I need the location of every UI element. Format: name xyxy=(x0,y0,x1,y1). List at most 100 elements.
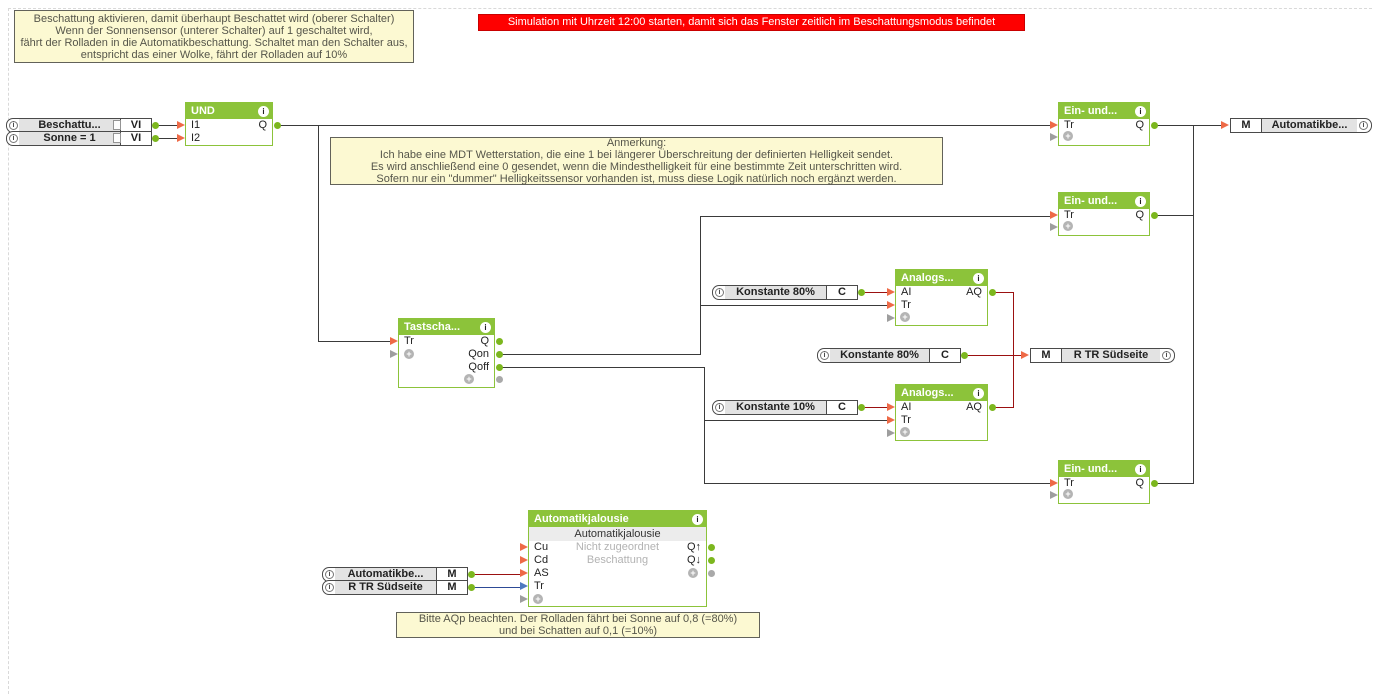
info-icon[interactable] xyxy=(973,387,984,399)
block-header[interactable]: Ein- und... xyxy=(1059,461,1149,477)
output-port-icon[interactable] xyxy=(858,404,865,411)
input-port-spare-icon[interactable] xyxy=(1050,133,1058,141)
info-icon[interactable] xyxy=(258,105,269,117)
output-port-icon[interactable] xyxy=(961,352,968,359)
info-icon[interactable] xyxy=(1162,351,1171,360)
ko-pill-konstante80-b[interactable]: Konstante 80% C xyxy=(817,348,961,363)
info-icon[interactable] xyxy=(973,272,984,284)
input-port-icon[interactable] xyxy=(887,416,895,424)
ko-pill-sonne-vi[interactable]: Sonne = 1 VI xyxy=(6,131,152,146)
info-icon[interactable] xyxy=(9,134,18,143)
output-port-icon[interactable] xyxy=(989,404,996,411)
input-port-icon[interactable] xyxy=(887,301,895,309)
value-toggle[interactable] xyxy=(113,133,121,143)
add-output-icon[interactable] xyxy=(688,568,698,578)
input-port-icon[interactable] xyxy=(1021,351,1029,359)
output-port-icon[interactable] xyxy=(274,122,281,129)
input-port-spare-icon[interactable] xyxy=(887,429,895,437)
input-port-icon[interactable] xyxy=(887,403,895,411)
input-port-icon[interactable] xyxy=(520,569,528,577)
block-header[interactable]: Automatikjalousie xyxy=(529,511,706,527)
add-input-icon[interactable] xyxy=(533,594,543,604)
output-port-icon[interactable] xyxy=(708,557,715,564)
input-port-trigger-icon[interactable] xyxy=(520,582,528,590)
input-port-icon[interactable] xyxy=(177,121,185,129)
block-header[interactable]: Analogs... xyxy=(896,270,987,286)
ko-pill-rtr-suedseite-out[interactable]: M R TR Südseite xyxy=(1030,348,1175,363)
output-port-icon[interactable] xyxy=(1151,122,1158,129)
output-port-icon[interactable] xyxy=(496,351,503,358)
warning-banner[interactable]: Simulation mit Uhrzeit 12:00 starten, da… xyxy=(478,14,1025,31)
ko-pill-rtr-suedseite-in[interactable]: R TR Südseite M xyxy=(322,580,468,595)
output-port-icon[interactable] xyxy=(989,289,996,296)
output-port-icon[interactable] xyxy=(152,135,159,142)
add-output-icon[interactable] xyxy=(464,374,474,384)
ko-pill-konstante80-a[interactable]: Konstante 80% C xyxy=(712,285,858,300)
block-einund-3[interactable]: Ein- und... TrQ xyxy=(1058,460,1150,504)
input-port-spare-icon[interactable] xyxy=(1050,223,1058,231)
block-header[interactable]: Ein- und... xyxy=(1059,103,1149,119)
output-port-icon[interactable] xyxy=(468,571,475,578)
output-port-icon[interactable] xyxy=(152,122,159,129)
block-automatikjalousie[interactable]: Automatikjalousie Automatikjalousie Cu N… xyxy=(528,510,707,607)
info-icon[interactable] xyxy=(1359,121,1368,130)
info-icon[interactable] xyxy=(480,321,491,333)
info-icon[interactable] xyxy=(1135,105,1146,117)
info-icon[interactable] xyxy=(715,403,724,412)
input-port-icon[interactable] xyxy=(520,543,528,551)
info-icon[interactable] xyxy=(692,513,703,525)
input-port-icon[interactable] xyxy=(1050,121,1058,129)
input-port-icon[interactable] xyxy=(177,134,185,142)
input-port-icon[interactable] xyxy=(1050,479,1058,487)
output-port-icon[interactable] xyxy=(708,544,715,551)
info-icon[interactable] xyxy=(1135,195,1146,207)
info-icon[interactable] xyxy=(1135,463,1146,475)
add-input-icon[interactable] xyxy=(900,312,910,322)
input-port-icon[interactable] xyxy=(1050,211,1058,219)
ko-pill-konstante10[interactable]: Konstante 10% C xyxy=(712,400,858,415)
block-header[interactable]: UND xyxy=(186,103,272,119)
block-tastschalter[interactable]: Tastscha... TrQ Qon Qoff xyxy=(398,318,495,388)
block-header[interactable]: Analogs... xyxy=(896,385,987,401)
add-input-icon[interactable] xyxy=(900,427,910,437)
ko-pill-automatikbe-in[interactable]: Automatikbe... M xyxy=(322,567,468,582)
output-port-icon[interactable] xyxy=(858,289,865,296)
output-port-icon[interactable] xyxy=(496,364,503,371)
output-port-icon[interactable] xyxy=(468,584,475,591)
ko-pill-beschattung-vi[interactable]: Beschattu... VI xyxy=(6,118,152,133)
info-icon[interactable] xyxy=(820,351,829,360)
input-port-spare-icon[interactable] xyxy=(390,350,398,358)
input-port-icon[interactable] xyxy=(520,556,528,564)
block-einund-2[interactable]: Ein- und... TrQ xyxy=(1058,192,1150,236)
add-input-icon[interactable] xyxy=(1063,131,1073,141)
output-port-icon[interactable] xyxy=(1151,480,1158,487)
note-hint[interactable]: Bitte AQp beachten. Der Rolladen fährt b… xyxy=(396,612,760,638)
output-port-icon[interactable] xyxy=(1151,212,1158,219)
info-icon[interactable] xyxy=(715,288,724,297)
input-port-spare-icon[interactable] xyxy=(520,595,528,603)
add-input-icon[interactable] xyxy=(1063,221,1073,231)
add-input-icon[interactable] xyxy=(404,349,414,359)
input-port-icon[interactable] xyxy=(1221,121,1229,129)
block-und[interactable]: UND I1Q I2 xyxy=(185,102,273,146)
input-port-icon[interactable] xyxy=(390,337,398,345)
add-input-icon[interactable] xyxy=(1063,489,1073,499)
input-port-spare-icon[interactable] xyxy=(1050,491,1058,499)
value-toggle[interactable] xyxy=(113,120,121,130)
note-remark[interactable]: Anmerkung: Ich habe eine MDT Wetterstati… xyxy=(330,137,943,185)
ko-pill-automatikbe-out[interactable]: M Automatikbe... xyxy=(1230,118,1372,133)
info-icon[interactable] xyxy=(325,570,334,579)
output-port-spare-icon[interactable] xyxy=(708,570,715,577)
block-einund-1[interactable]: Ein- und... TrQ xyxy=(1058,102,1150,146)
output-port-spare-icon[interactable] xyxy=(496,376,503,383)
block-header[interactable]: Tastscha... xyxy=(399,319,494,335)
block-header[interactable]: Ein- und... xyxy=(1059,193,1149,209)
input-port-icon[interactable] xyxy=(887,288,895,296)
input-port-spare-icon[interactable] xyxy=(887,314,895,322)
info-icon[interactable] xyxy=(9,121,18,130)
info-icon[interactable] xyxy=(325,583,334,592)
note-instruction[interactable]: Beschattung aktivieren, damit überhaupt … xyxy=(14,10,414,63)
